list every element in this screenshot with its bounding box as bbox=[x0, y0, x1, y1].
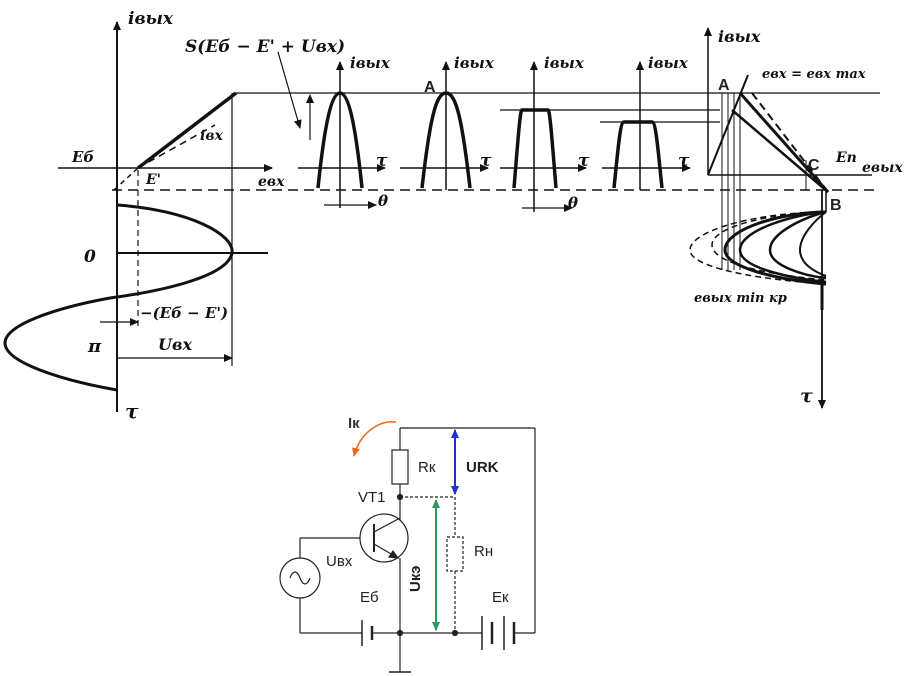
pulse4-curve bbox=[612, 120, 664, 189]
pulse3-tau-label: τ bbox=[578, 151, 590, 171]
load-line-2 bbox=[731, 109, 829, 193]
ek-source-label: Eк bbox=[492, 589, 509, 606]
pulse4-tau-label: τ bbox=[678, 151, 690, 171]
transfer-line bbox=[136, 91, 238, 170]
resistor-rn bbox=[446, 536, 464, 572]
ik-label: Iк bbox=[348, 415, 360, 432]
left-x-axis-label: eвх bbox=[258, 174, 285, 190]
output-curve-2 bbox=[738, 210, 827, 284]
rn-label: Rн bbox=[474, 543, 493, 560]
output-curve-dashed-1 bbox=[689, 211, 827, 285]
transistor-vt1 bbox=[359, 513, 409, 563]
pulse2-curve bbox=[420, 91, 472, 189]
sine-symbol bbox=[289, 571, 311, 585]
uvx-label: Uвх bbox=[326, 553, 353, 570]
input-curve-label: iвх bbox=[200, 128, 224, 144]
transistor-collector-lead bbox=[373, 517, 401, 533]
uin-label: Uвх bbox=[158, 335, 192, 354]
pulse4-axis-label: iвых bbox=[648, 54, 689, 72]
pulse1-curve bbox=[316, 91, 364, 189]
point-a-label: A bbox=[718, 77, 730, 94]
evx-max-label: eвх = eвх max bbox=[762, 67, 866, 82]
uke-label: Uкэ bbox=[407, 566, 424, 592]
amplifier-circuit bbox=[279, 427, 536, 673]
right-y-axis-label: iвых bbox=[718, 27, 761, 46]
pi-label: π bbox=[87, 336, 102, 357]
output-curve-3 bbox=[768, 210, 827, 280]
right-x-axis-label: eвых bbox=[862, 160, 903, 176]
pulse2-axis-label: iвых bbox=[454, 54, 495, 72]
en-label: Eп bbox=[835, 150, 857, 166]
node-load-ground bbox=[451, 629, 459, 637]
slope-leader bbox=[277, 51, 302, 129]
offset-expression: −(Eб − E') bbox=[140, 304, 228, 322]
left-tau-label: τ bbox=[125, 399, 139, 423]
resistor-rk bbox=[391, 449, 409, 485]
slope-expression: S(Eб − E' + Uвх) bbox=[185, 37, 345, 57]
zero-label: 0 bbox=[84, 247, 96, 267]
eb-label: Eб bbox=[71, 148, 94, 166]
output-curve-4 bbox=[798, 211, 827, 277]
right-tau-label: τ bbox=[800, 385, 813, 407]
urk-label: URK bbox=[466, 459, 499, 476]
transfer-extension bbox=[113, 167, 139, 191]
pulse2-point-a: A bbox=[424, 79, 436, 96]
eb-source-label: Eб bbox=[360, 589, 379, 606]
pulse1-theta-label: θ bbox=[378, 192, 388, 210]
pulse3-axis-label: iвых bbox=[544, 54, 585, 72]
point-c-label: C bbox=[808, 157, 820, 174]
pulse2-tau-label: τ bbox=[480, 151, 492, 171]
pulse-plots bbox=[298, 61, 720, 212]
pulse3-theta-label: θ bbox=[568, 194, 578, 212]
vt1-label: VT1 bbox=[358, 489, 386, 506]
evyh-min-label: eвых min кр bbox=[694, 291, 787, 306]
point-b-label: B bbox=[830, 197, 842, 214]
pulse3-curve bbox=[512, 108, 558, 189]
pulse1-tau-label: τ bbox=[376, 151, 388, 171]
pulse1-axis-label: iвых bbox=[350, 54, 391, 72]
output-characteristic bbox=[689, 27, 872, 409]
input-sine-wave bbox=[3, 203, 234, 392]
node-ground bbox=[396, 629, 404, 637]
ik-arrow bbox=[352, 421, 397, 457]
rk-label: Rк bbox=[418, 459, 436, 476]
transfer-characteristic bbox=[3, 21, 880, 412]
load-line bbox=[738, 92, 830, 193]
input-current-curve bbox=[137, 124, 216, 169]
node-collector bbox=[396, 493, 404, 501]
output-curve-1 bbox=[723, 210, 827, 286]
load-line-dashed bbox=[751, 92, 829, 193]
left-y-axis-label: iвых bbox=[128, 9, 174, 29]
eprime-label: E' bbox=[145, 172, 161, 188]
emitter-arrow bbox=[387, 549, 400, 559]
